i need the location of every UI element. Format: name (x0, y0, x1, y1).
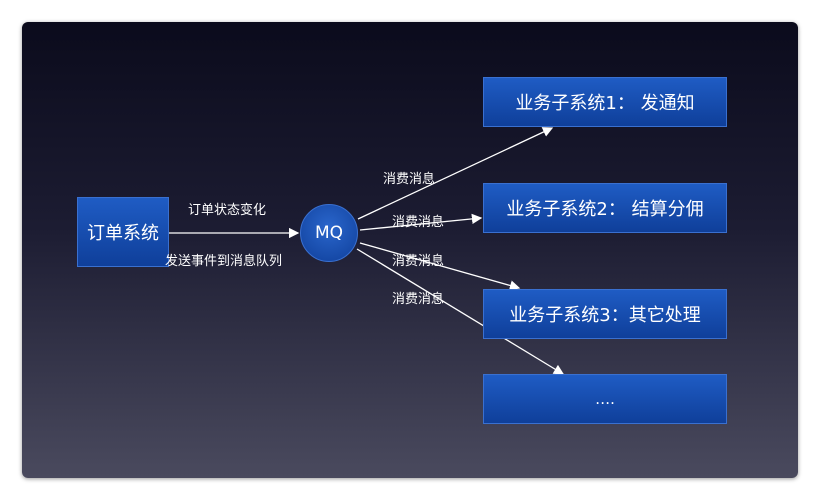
target-box-more: …. (483, 374, 727, 424)
order-system-label: 订单系统 (87, 223, 159, 244)
target-label-1: 业务子系统1： 发通知 (515, 93, 695, 114)
target-label-more: …. (595, 390, 615, 408)
edge-label-send-event: 发送事件到消息队列 (165, 254, 283, 269)
edge-label-consume-3: 消费消息 (392, 254, 445, 269)
arrow-mq-to-target-3 (359, 242, 521, 291)
arrow-mq-to-target-1 (357, 127, 554, 220)
target-box-2: 业务子系统2： 结算分佣 (483, 183, 727, 233)
edge-label-consume-2: 消费消息 (392, 215, 445, 230)
edge-label-consume-4: 消费消息 (392, 292, 445, 307)
target-box-1: 业务子系统1： 发通知 (483, 77, 727, 127)
mq-label: MQ (314, 223, 344, 243)
arrow-mq-to-target-2 (359, 213, 483, 231)
mq-node: MQ (300, 204, 358, 262)
order-system-box: 订单系统 (77, 197, 169, 267)
edge-label-consume-1: 消费消息 (383, 172, 436, 187)
arrow-mq-to-target-4 (356, 248, 565, 375)
target-label-2: 业务子系统2： 结算分佣 (506, 199, 704, 220)
target-label-3: 业务子系统3：其它处理 (509, 305, 701, 326)
edge-label-status-change: 订单状态变化 (188, 203, 267, 218)
target-box-3: 业务子系统3：其它处理 (483, 289, 727, 339)
